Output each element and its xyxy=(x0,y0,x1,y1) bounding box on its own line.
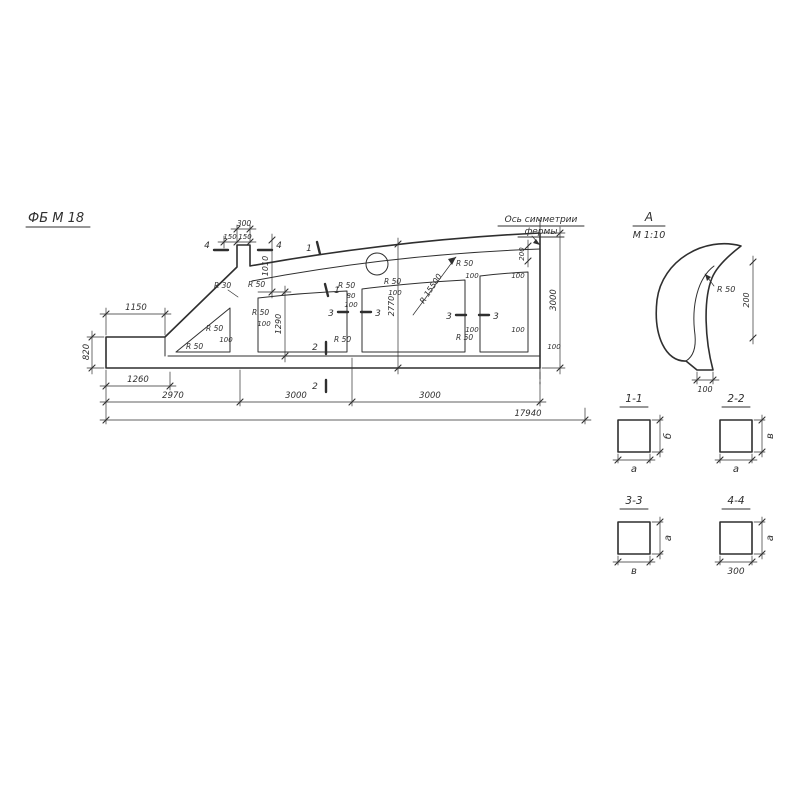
arrowhead-r15500 xyxy=(448,257,456,265)
section-4-4-shape xyxy=(719,521,753,555)
dim-label: 1290 xyxy=(274,314,283,334)
dim-label: 300 xyxy=(237,219,252,228)
beam-inner-lines xyxy=(164,248,541,357)
radius-label: R 30 xyxy=(214,281,231,290)
dim-label: 2770 xyxy=(387,296,396,316)
section-2-2-height-label: в xyxy=(765,433,776,439)
section-3-3-title: 3-3 xyxy=(625,495,642,507)
section-1-1-title: 1-1 xyxy=(625,393,642,405)
section-cut-marks xyxy=(212,240,491,394)
leader-lines xyxy=(227,235,715,316)
radius-label: R 50 xyxy=(456,333,473,342)
title-underlines xyxy=(25,225,751,510)
section-4-4-width-label: 300 xyxy=(727,567,744,577)
axis-of-symmetry-label-line1: Ось симметрии xyxy=(505,215,578,225)
dim-label: 3000 xyxy=(549,289,559,311)
section-3-3-shape xyxy=(617,521,651,555)
page-title: ФБ М 18 xyxy=(28,211,84,226)
dim-label: 17940 xyxy=(514,409,541,419)
section-mark-label: 2 xyxy=(312,382,318,392)
section-1-1-height-label: б xyxy=(662,433,674,439)
web-openings xyxy=(175,271,529,353)
beam-outline xyxy=(105,232,541,369)
dim-label: 100 xyxy=(219,336,233,344)
radius-label: R 50 xyxy=(334,335,351,344)
dim-label: 820 xyxy=(82,344,92,360)
dim-label: 3000 xyxy=(419,391,441,401)
dim-label: 1260 xyxy=(127,375,149,385)
dim-label: 100 xyxy=(511,326,525,334)
dim-ticks xyxy=(88,225,766,566)
section-2-2-shape xyxy=(719,419,753,453)
dim-label: 100 xyxy=(511,272,525,280)
section-mark-label: 1 xyxy=(306,244,312,254)
dimension-lines xyxy=(86,224,766,566)
radius-label: R 50 xyxy=(456,259,473,268)
radius-label: R 50 xyxy=(338,281,355,290)
detail-a-marker-circle xyxy=(365,252,389,276)
dim-label: 100 xyxy=(257,320,271,328)
detail-a-inner-line xyxy=(685,265,715,362)
section-views xyxy=(617,419,753,555)
section-4-4-height-label: а xyxy=(765,535,776,541)
dim-label: 1010 xyxy=(261,256,270,276)
section-2-2-title: 2-2 xyxy=(727,393,744,405)
dim-label: 100 xyxy=(697,385,712,394)
dim-label: 100 xyxy=(547,343,561,351)
section-1-1-width-label: а xyxy=(631,464,637,475)
elevation-view xyxy=(105,219,541,385)
dim-label: 1150 xyxy=(125,303,147,313)
section-mark-label: 1 xyxy=(334,286,340,296)
dim-label: 80 xyxy=(347,292,356,300)
dim-label: 3000 xyxy=(285,391,307,401)
radius-label: R 50 xyxy=(206,324,223,333)
section-3-3-height-label: а xyxy=(663,535,674,541)
section-mark-label: 4 xyxy=(204,241,210,251)
arrowhead-axis-leader xyxy=(533,239,540,245)
detail-a-scale: М 1:10 xyxy=(633,230,666,241)
section-1-1-shape xyxy=(617,419,651,453)
section-3-3-width-label: в xyxy=(631,566,637,577)
radius-label: R 50 xyxy=(717,285,735,294)
arrowhead-detail-r50 xyxy=(705,274,711,281)
detail-a-outline xyxy=(655,242,742,371)
dim-label: 200 xyxy=(742,292,751,307)
radius-label: R 50 xyxy=(252,308,269,317)
radius-label: R 50 xyxy=(186,342,203,351)
dim-label: 150 xyxy=(238,233,252,241)
section-mark-label: 4 xyxy=(276,241,282,251)
section-4-4-title: 4-4 xyxy=(727,495,744,507)
detail-a-view xyxy=(655,242,742,371)
dim-label: 100 xyxy=(388,289,402,297)
radius-label: R 50 xyxy=(384,277,401,286)
dim-label: 100 xyxy=(465,272,479,280)
section-mark-label: 3 xyxy=(493,312,499,322)
dim-label: 100 xyxy=(344,301,358,309)
radius-label: R 15500 xyxy=(418,272,444,305)
section-mark-label: 2 xyxy=(312,343,318,353)
section-mark-label: 3 xyxy=(375,309,381,319)
section-mark-label: 3 xyxy=(446,312,452,322)
dim-label: 100 xyxy=(465,326,479,334)
section-mark-label: 3 xyxy=(328,309,334,319)
radius-label: R 50 xyxy=(248,280,265,289)
dim-label: 2970 xyxy=(162,391,184,401)
detail-a-title: А xyxy=(644,210,653,224)
dim-label: 200 xyxy=(518,247,526,261)
section-2-2-width-label: а xyxy=(733,464,739,475)
dim-label: 150 xyxy=(223,233,237,241)
axis-of-symmetry-label-line2: фермы xyxy=(525,227,558,237)
